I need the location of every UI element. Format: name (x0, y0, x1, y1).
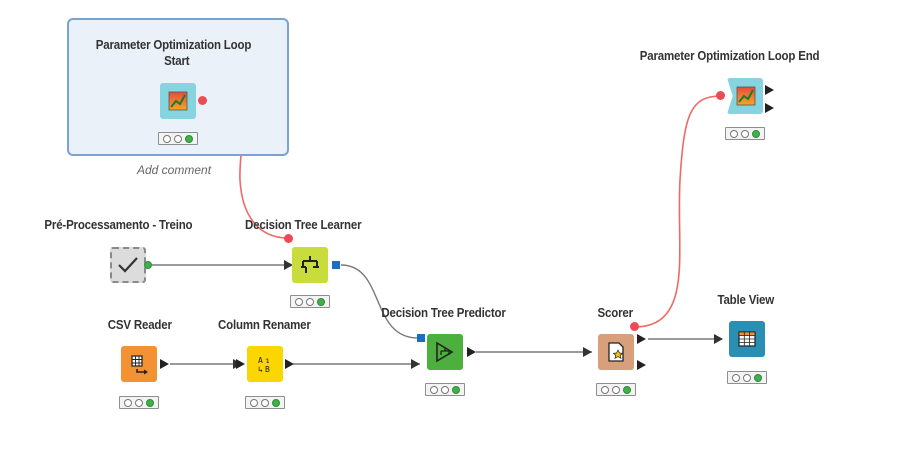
model-port-dt-learner-out[interactable] (332, 261, 340, 269)
node-dt-predictor[interactable] (427, 334, 463, 370)
output-port-scorer-1[interactable] (637, 334, 646, 344)
flow-port-dt-learner-in[interactable] (284, 234, 293, 243)
node-label-column-renamer: Column Renamer (218, 318, 311, 332)
svg-text:B: B (265, 365, 270, 374)
node-csv-reader[interactable] (121, 346, 157, 382)
flow-port-loop-end-in[interactable] (716, 91, 725, 100)
score-icon (608, 342, 624, 362)
rename-icon: A ↴ ↳ B (258, 356, 270, 374)
node-dt-learner[interactable] (292, 247, 328, 283)
flow-port-loop-start-out[interactable] (198, 96, 207, 105)
metanode-output-port[interactable] (144, 261, 152, 269)
flow-wire-scorer-to-end (633, 95, 722, 328)
status-scorer (596, 383, 636, 396)
node-label-preprocessing: Pré-Processamento - Treino (44, 218, 193, 232)
node-preprocessing[interactable] (110, 247, 146, 283)
node-label-loop-start: Parameter Optimization Loop (95, 38, 252, 52)
svg-text:↴: ↴ (265, 356, 270, 365)
status-loop-start (158, 132, 198, 145)
node-label-table-view: Table View (717, 293, 774, 307)
play-tree-icon (436, 341, 454, 363)
add-comment-link[interactable]: Add comment (137, 163, 212, 177)
node-label-loop-start-line2: Start (164, 54, 190, 68)
status-loop-end (725, 127, 765, 140)
input-port-column-renamer[interactable] (236, 359, 245, 369)
node-scorer[interactable] (598, 334, 634, 370)
node-label-loop-end: Parameter Optimization Loop End (639, 49, 820, 63)
table-arrow-icon (131, 355, 148, 375)
output-port-dt-predictor[interactable] (467, 347, 476, 357)
node-loop-end[interactable] (727, 78, 763, 114)
svg-text:↳: ↳ (258, 365, 263, 374)
checkmark-icon (118, 257, 138, 273)
output-port-loop-end-2[interactable] (765, 103, 774, 113)
node-label-dt-predictor: Decision Tree Predictor (381, 306, 506, 320)
node-label-csv-reader: CSV Reader (107, 318, 172, 332)
node-label-dt-learner: Decision Tree Learner (245, 218, 362, 232)
flow-port-scorer-out[interactable] (630, 322, 639, 331)
wire-learner-to-predictor (340, 264, 419, 339)
line-chart-icon (168, 91, 188, 111)
status-dt-predictor (425, 383, 465, 396)
status-csv-reader (119, 396, 159, 409)
node-loop-start[interactable] (160, 83, 196, 119)
node-label-scorer: Scorer (597, 306, 634, 320)
status-column-renamer (245, 396, 285, 409)
svg-text:A: A (258, 356, 263, 365)
output-port-loop-end-1[interactable] (765, 85, 774, 95)
node-table-view[interactable] (729, 321, 765, 357)
status-dt-learner (290, 295, 330, 308)
output-port-column-renamer[interactable] (285, 359, 294, 369)
model-port-dt-predictor-in[interactable] (417, 334, 425, 342)
output-port-scorer-2[interactable] (637, 360, 646, 370)
output-port-csv-reader[interactable] (160, 359, 169, 369)
line-chart-icon (736, 86, 756, 106)
status-table-view (727, 371, 767, 384)
node-column-renamer[interactable]: A ↴ ↳ B (247, 346, 283, 382)
tree-icon (301, 256, 319, 273)
table-icon (738, 331, 756, 347)
